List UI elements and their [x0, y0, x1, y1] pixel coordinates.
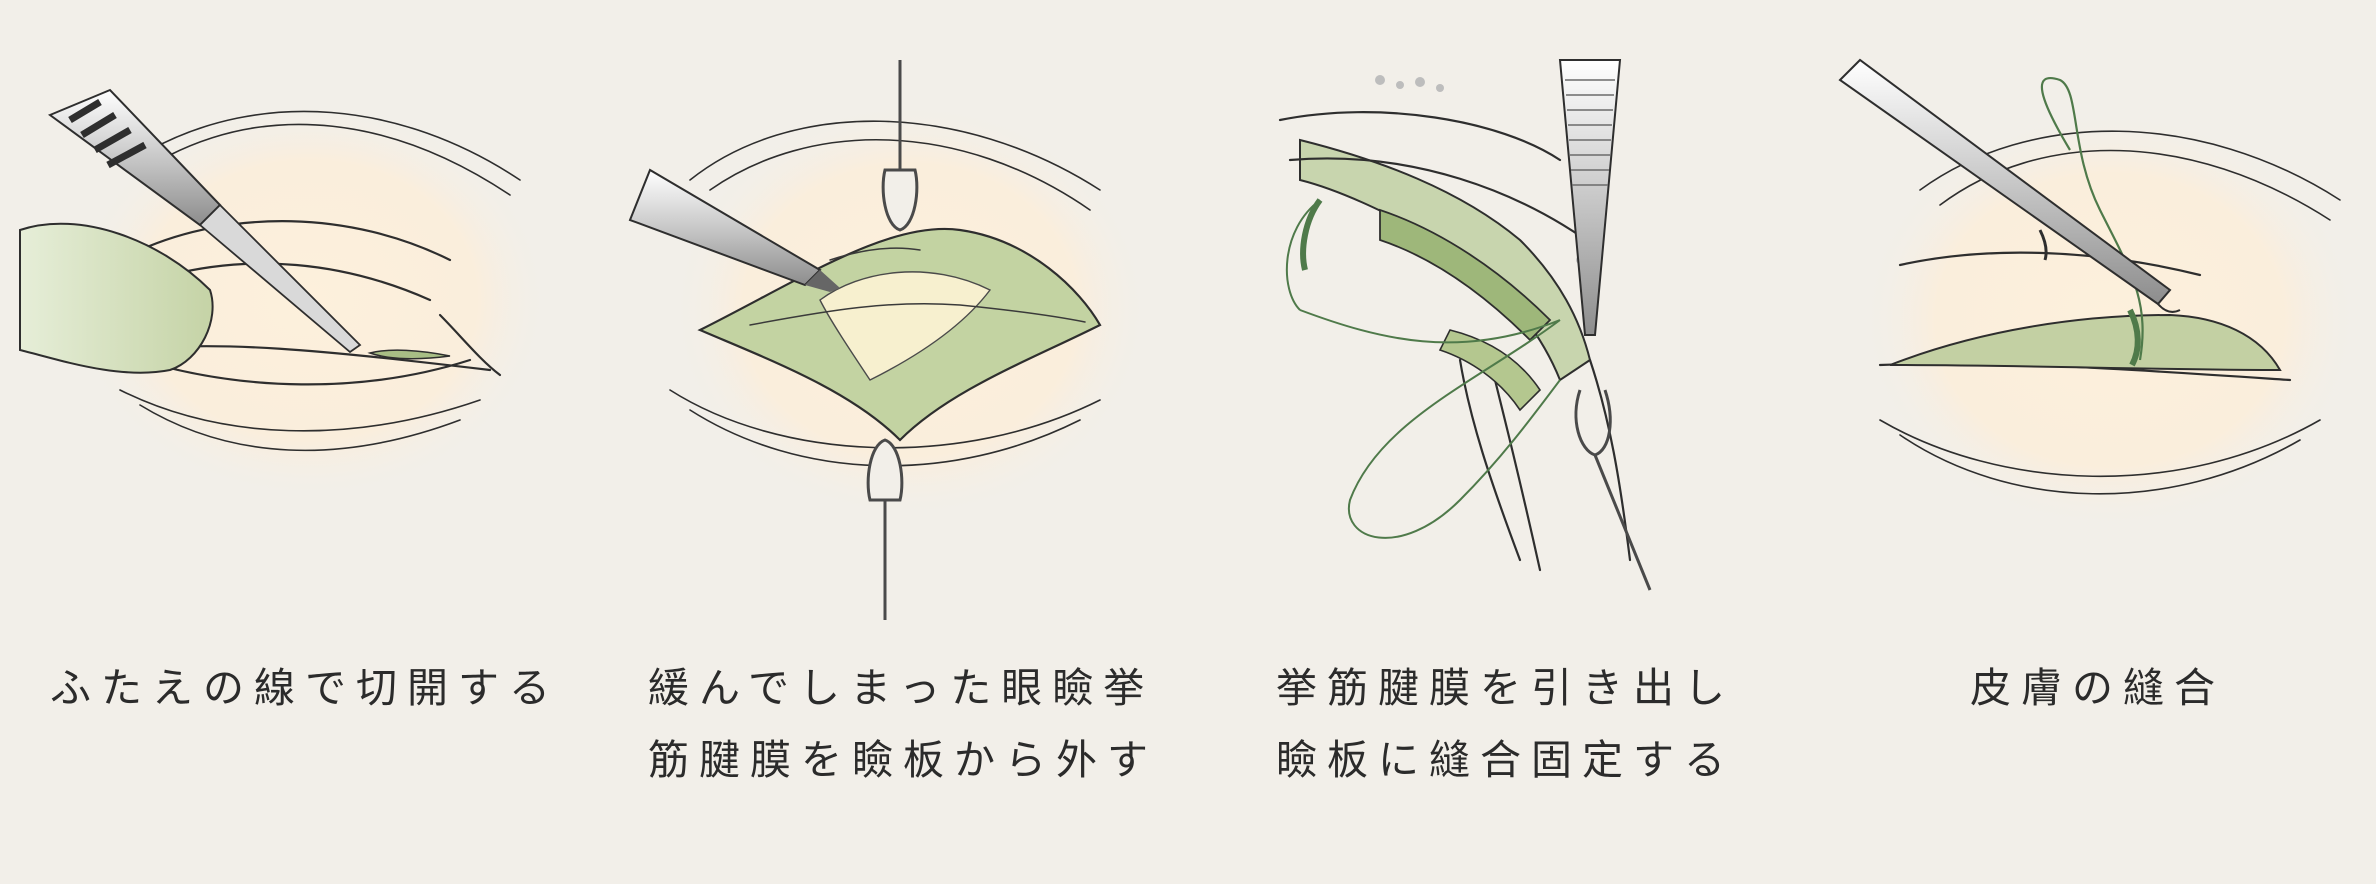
caption-line: 筋腱膜を瞼板から外す [648, 736, 1158, 784]
detach-tendon-icon [628, 60, 1150, 620]
suture-icon [1838, 58, 2360, 530]
incision-icon [19, 88, 550, 500]
caption-line: 瞼板に縫合固定する [1276, 736, 1735, 784]
step-4-caption: 皮膚の縫合 [1970, 652, 2376, 724]
caption-line: 緩んでしまった眼瞼挙 [648, 664, 1155, 712]
step-3-panel: 挙筋腱膜を引き出し 瞼板に縫合固定する [1260, 0, 1820, 884]
fix-tendon-icon [1278, 59, 1652, 591]
caption-line: ふたえの線で切開する [50, 664, 560, 712]
step-2-caption: 緩んでしまった眼瞼挙 筋腱膜を瞼板から外す [648, 652, 1208, 796]
step-3-caption: 挙筋腱膜を引き出し 瞼板に縫合固定する [1276, 652, 1836, 796]
step-1-panel: ふたえの線で切開する [19, 0, 580, 884]
step-1-caption: ふたえの線で切開する [50, 652, 610, 724]
step-4-panel: 皮膚の縫合 [1838, 0, 2376, 884]
caption-line: 皮膚の縫合 [1970, 664, 2225, 712]
step-2-panel: 緩んでしまった眼瞼挙 筋腱膜を瞼板から外す [628, 0, 1190, 884]
caption-line: 挙筋腱膜を引き出し [1276, 664, 1735, 712]
